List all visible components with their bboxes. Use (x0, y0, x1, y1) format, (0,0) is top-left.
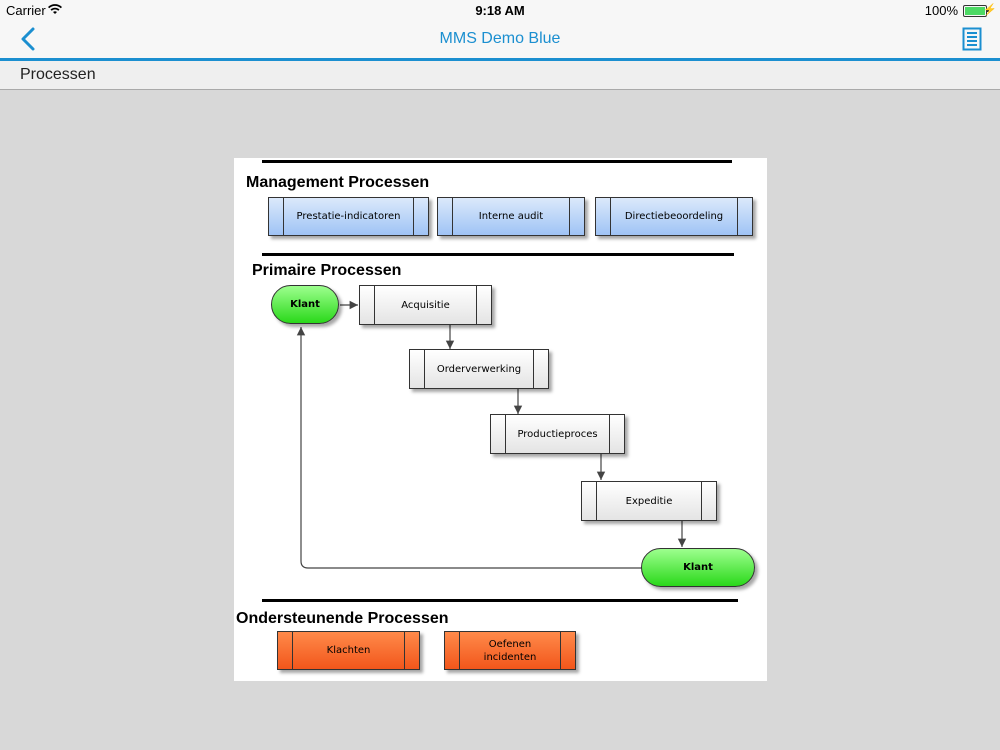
terminal-klant-end[interactable]: Klant (641, 548, 755, 587)
status-bar: Carrier 9:18 AM 100% ⚡ (0, 0, 1000, 20)
charging-icon: ⚡ (983, 4, 997, 16)
primary-divider (262, 253, 734, 256)
process-productieproces[interactable]: Productieproces (490, 414, 625, 454)
support-title: Ondersteunende Processen (236, 610, 449, 627)
process-label: Klachten (326, 645, 371, 656)
terminal-label: Klant (290, 299, 320, 310)
process-label: Prestatie-indicatoren (296, 211, 401, 222)
process-label: Productieproces (517, 428, 598, 440)
battery-icon (963, 5, 987, 17)
section-header: Processen (0, 61, 1000, 90)
management-divider (262, 160, 732, 163)
process-label: Oefenen incidenten (483, 638, 537, 663)
navigation-bar: MMS Demo Blue (0, 20, 1000, 61)
process-klachten[interactable]: Klachten (277, 631, 420, 670)
section-title: Processen (20, 66, 96, 83)
process-label: Directiebeoordeling (624, 211, 724, 222)
process-oefenen-incidenten[interactable]: Oefenen incidenten (444, 631, 576, 670)
status-time: 9:18 AM (475, 3, 525, 18)
terminal-klant-start[interactable]: Klant (271, 285, 339, 324)
battery-percent: 100% (924, 3, 958, 18)
process-acquisitie[interactable]: Acquisitie (359, 285, 492, 325)
terminal-label: Klant (683, 562, 713, 573)
process-label: Interne audit (478, 211, 544, 222)
primary-title: Primaire Processen (252, 262, 402, 279)
process-directiebeoordeling[interactable]: Directiebeoordeling (595, 197, 753, 236)
nav-title: MMS Demo Blue (439, 30, 561, 47)
process-expeditie[interactable]: Expeditie (581, 481, 717, 521)
carrier-label: Carrier (6, 3, 46, 18)
back-chevron-icon[interactable] (14, 24, 42, 54)
support-divider (262, 599, 738, 602)
process-diagram: Management Processen Prestatie-indicator… (234, 158, 767, 681)
process-orderverwerking[interactable]: Orderverwerking (409, 349, 549, 389)
process-prestatie-indicatoren[interactable]: Prestatie-indicatoren (268, 197, 429, 236)
flow-connectors (296, 300, 687, 569)
wifi-icon (48, 4, 62, 14)
process-label: Acquisitie (401, 299, 450, 311)
battery-cap (987, 8, 989, 12)
process-label: Expeditie (625, 495, 673, 507)
process-label: Orderverwerking (436, 363, 522, 375)
management-title: Management Processen (246, 174, 430, 191)
document-list-icon[interactable] (962, 27, 982, 51)
process-interne-audit[interactable]: Interne audit (437, 197, 585, 236)
